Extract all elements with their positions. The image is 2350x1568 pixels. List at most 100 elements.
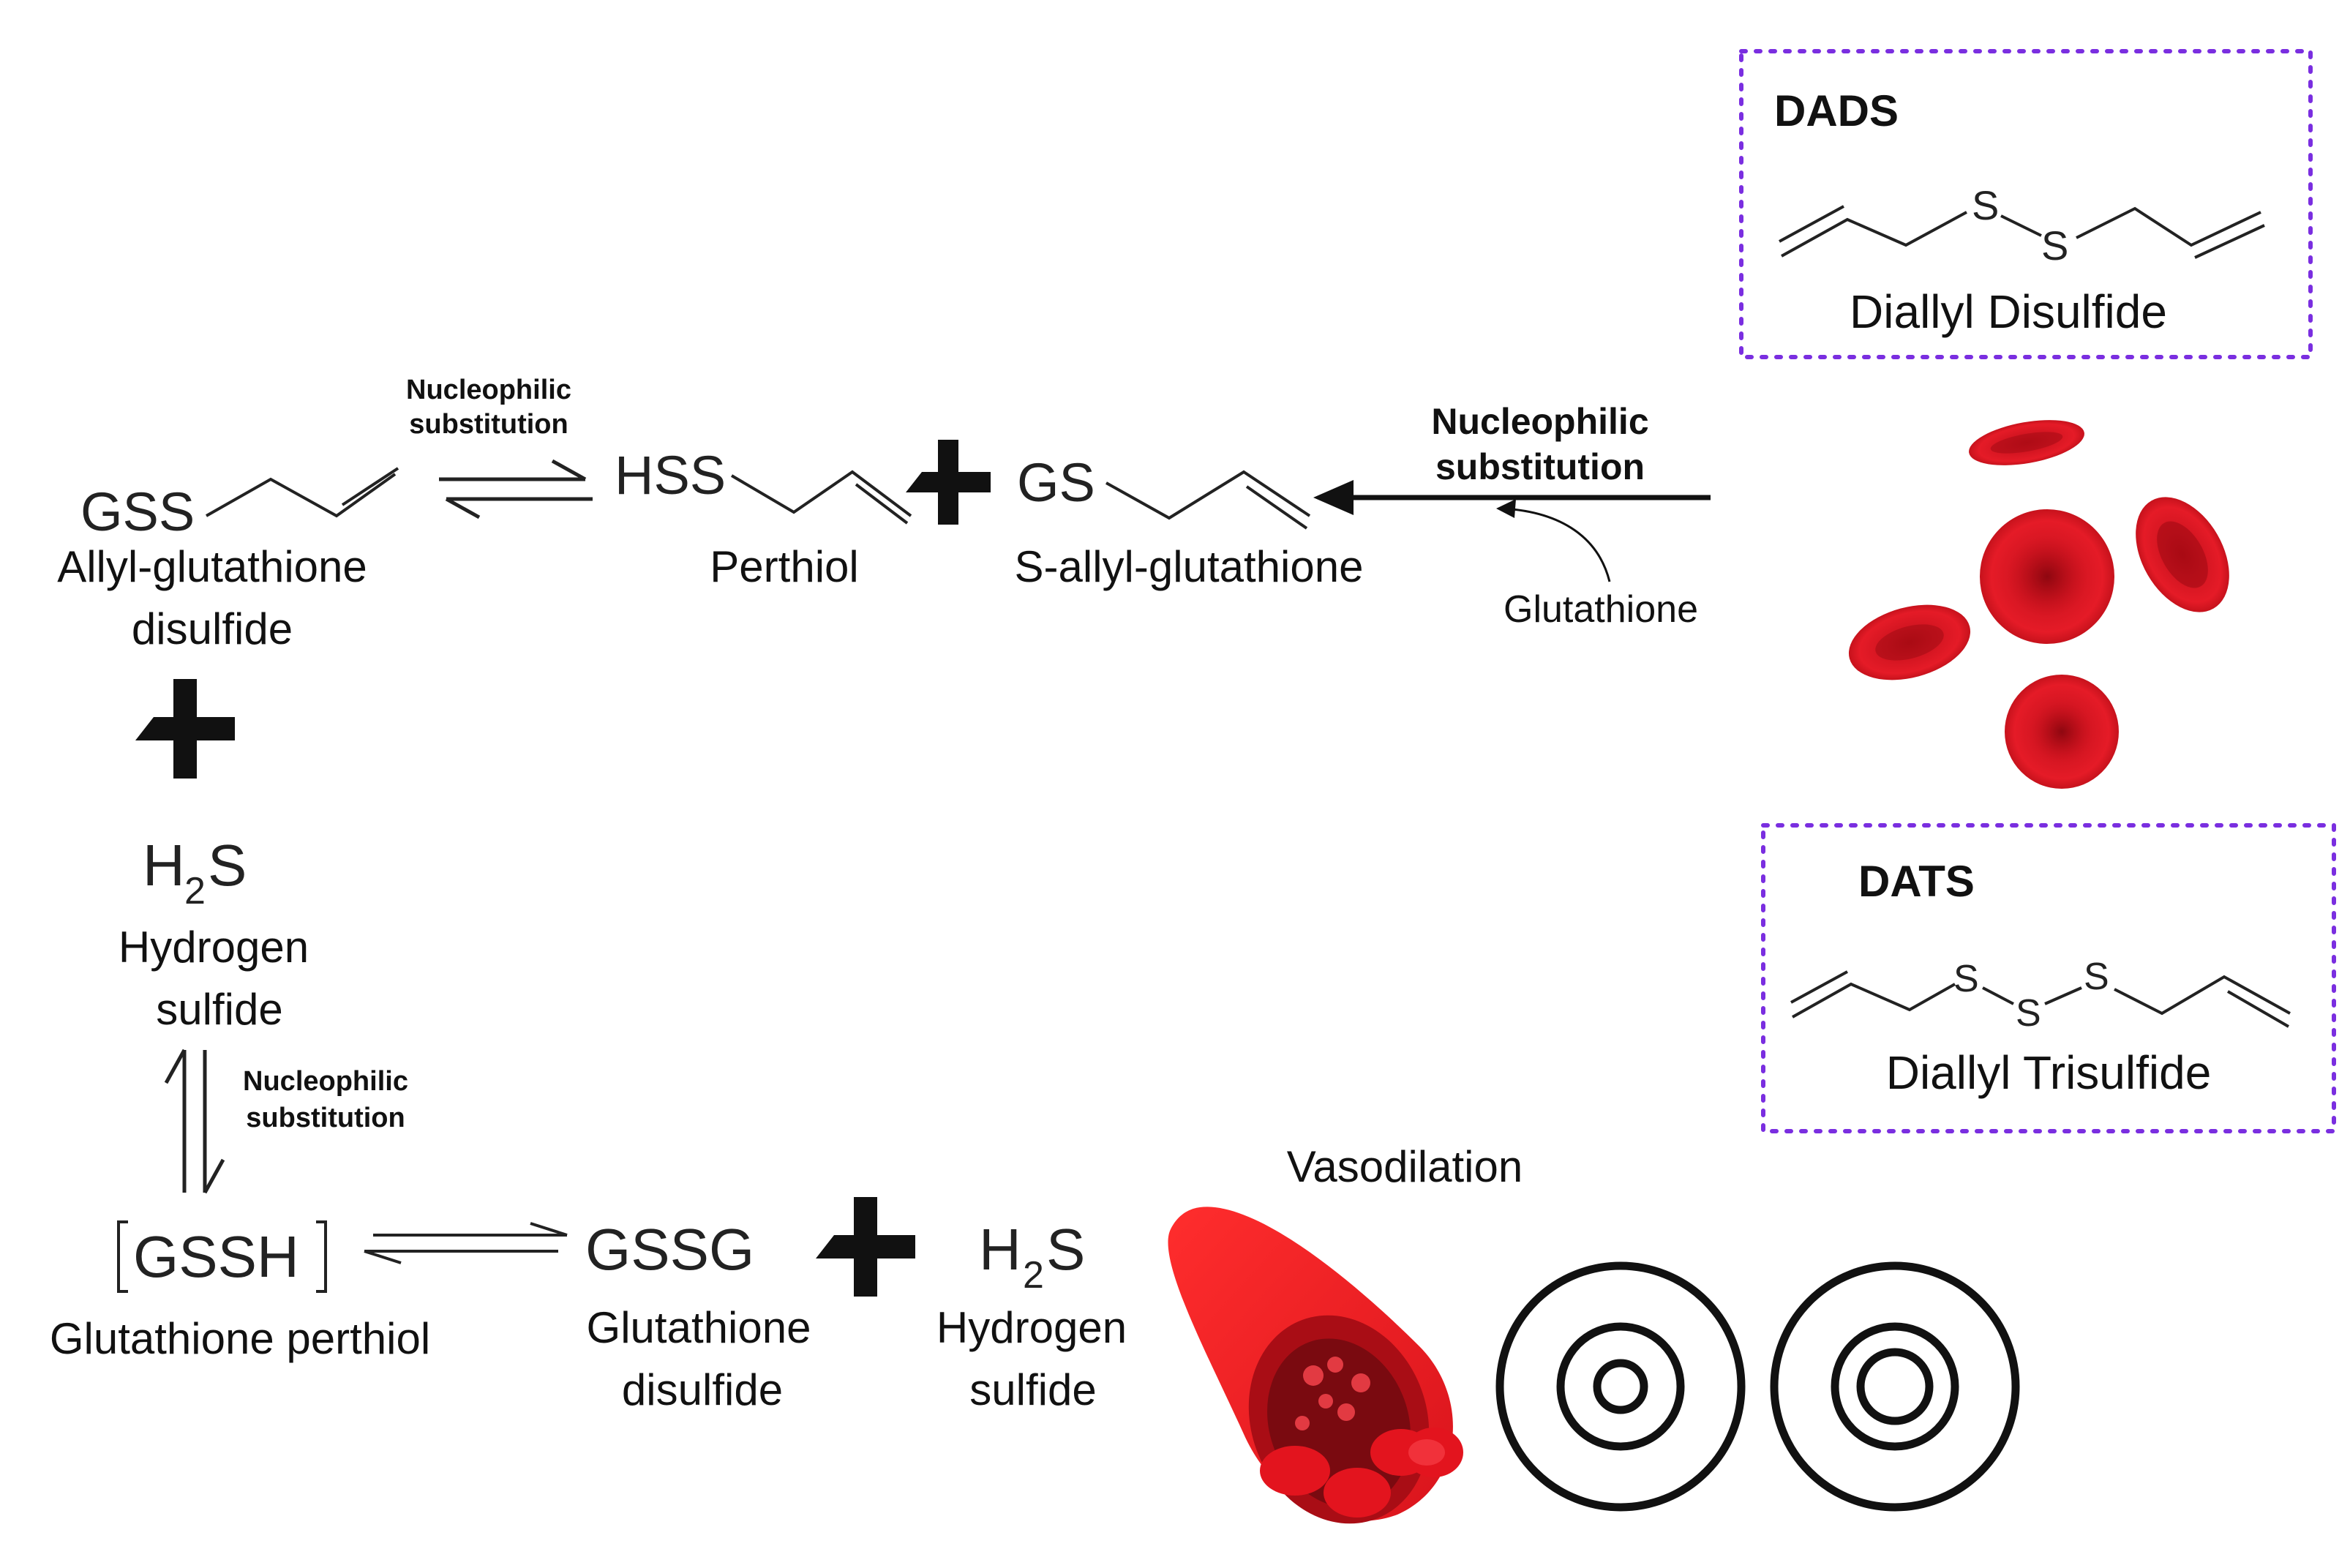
vessel-cross-section-icon-2 xyxy=(1770,1261,2020,1512)
s-allyl-name: S-allyl-glutathione xyxy=(1015,542,1364,591)
vasodilation-label: Vasodilation xyxy=(1287,1142,1523,1191)
lumen-cell xyxy=(1318,1394,1333,1408)
rbc-bottom xyxy=(2005,675,2119,789)
gssh-name: Glutathione perthiol xyxy=(50,1314,430,1363)
red-blood-cells-cluster xyxy=(1848,420,2229,789)
dats-s1: S xyxy=(1953,958,1979,1000)
forward-arrow-head xyxy=(551,459,587,481)
dats-s-s-bond-1 xyxy=(1982,986,2014,1005)
main-arrow-label-2: substitution xyxy=(1435,446,1645,487)
vessel-rbc-shine xyxy=(1408,1439,1445,1466)
outer-ring xyxy=(1495,1261,1746,1512)
top-equilibrium-arrow: Nucleophilic substitution xyxy=(406,375,593,519)
lumen-cell xyxy=(1303,1365,1324,1386)
top-left-arrow-label-2: substitution xyxy=(409,409,568,440)
dads-name: Diallyl Disulfide xyxy=(1850,285,2167,338)
inner-ring xyxy=(1856,1348,1934,1425)
rbc-top xyxy=(1969,420,2084,465)
lumen-cell xyxy=(1327,1357,1343,1373)
s-allyl-formula: GS xyxy=(1017,452,1095,513)
gssh-right-bracket xyxy=(316,1220,327,1293)
allyl-glutathione-name-1: Allyl-glutathione xyxy=(57,542,367,591)
dats-s-s-bond-2 xyxy=(2044,986,2082,1005)
vessel-rbc xyxy=(1260,1446,1330,1496)
s-allyl-double-bond xyxy=(1245,485,1308,530)
s-allyl-chain-bond xyxy=(1105,470,1311,520)
allyl-glutathione-formula: GSS xyxy=(80,481,195,542)
hydrogen-sulfide-left: H 2 S Hydrogen sulfide xyxy=(119,833,309,1034)
dads-s2: S xyxy=(2041,222,2068,269)
lumen-cell xyxy=(1295,1416,1310,1430)
vertical-arrow-label-1: Nucleophilic xyxy=(243,1066,408,1097)
h2s-left-sub: 2 xyxy=(184,870,206,912)
gssg-name-2: disulfide xyxy=(622,1365,783,1414)
glutathione-disulfide: GSSG Glutathione disulfide xyxy=(585,1217,811,1414)
glutathione-arrow-head xyxy=(1496,499,1516,518)
gssg-name-1: Glutathione xyxy=(587,1303,811,1352)
gssh-reverse-head xyxy=(364,1250,402,1264)
h2s-left-h: H xyxy=(143,833,185,898)
perthiol-name: Perthiol xyxy=(710,542,858,591)
vessel-rbc xyxy=(1324,1468,1391,1518)
top-left-arrow-label-1: Nucleophilic xyxy=(406,375,571,405)
allyl-glutathione-name-2: disulfide xyxy=(132,604,293,653)
perthiol-double-bond xyxy=(855,483,909,525)
dads-left-double-bond xyxy=(1779,205,1844,243)
main-reaction-arrow: Nucleophilic substitution Glutathione xyxy=(1313,401,1711,631)
dats-s3: S xyxy=(2084,956,2109,998)
dads-left-chain xyxy=(1781,211,1967,258)
rbc-right xyxy=(2136,497,2229,612)
dads-s-s-bond xyxy=(2000,214,2042,237)
allyl-chain-bond xyxy=(206,473,397,518)
outer-ring xyxy=(1770,1261,2020,1512)
middle-ring xyxy=(1556,1322,1685,1451)
h2s-bottom-name-2: sulfide xyxy=(969,1365,1096,1414)
glutathione-perthiol: GSSH Glutathione perthiol xyxy=(50,1220,430,1363)
dads-s1: S xyxy=(1972,182,1999,228)
up-arrow-head xyxy=(164,1049,187,1084)
glutathione-curved-arrow xyxy=(1503,507,1611,582)
h2s-bottom-name-1: Hydrogen xyxy=(936,1303,1127,1352)
dats-box-border xyxy=(1761,823,2336,1133)
h2s-left-name-1: Hydrogen xyxy=(119,923,309,972)
h2s-bottom-h: H xyxy=(979,1217,1021,1282)
lumen-cell xyxy=(1351,1373,1370,1392)
dats-right-double-bond xyxy=(2226,990,2290,1028)
dats-left-double-bond xyxy=(1790,970,1848,1004)
h2s-bottom-s: S xyxy=(1046,1217,1085,1282)
h2s-left-s: S xyxy=(208,833,247,898)
dats-title: DATS xyxy=(1858,857,1975,906)
allyl-glutathione-disulfide: GSS Allyl-glutathione disulfide xyxy=(57,467,399,653)
vertical-equilibrium-arrow: Nucleophilic substitution xyxy=(164,1049,408,1194)
dats-left-chain xyxy=(1792,982,1956,1019)
rbc-center xyxy=(1980,509,2114,644)
gssh-forward-head xyxy=(530,1222,568,1237)
reverse-arrow-head xyxy=(445,497,481,519)
plus-sign-top xyxy=(906,440,991,525)
h2s-left-name-2: sulfide xyxy=(156,985,282,1034)
down-arrow-head xyxy=(203,1158,225,1194)
perthiol-formula: HSS xyxy=(615,445,726,506)
dats-s2: S xyxy=(2016,992,2041,1035)
perthiol: HSS Perthiol xyxy=(615,445,912,591)
h2s-bottom-sub: 2 xyxy=(1023,1254,1044,1297)
inner-ring xyxy=(1593,1359,1648,1414)
bottom-equilibrium-arrow xyxy=(364,1222,568,1264)
s-allyl-glutathione: GS S-allyl-glutathione xyxy=(1015,452,1364,591)
middle-ring xyxy=(1831,1322,1959,1451)
blood-vessel-illustration xyxy=(1168,1207,1463,1524)
dads-right-chain xyxy=(2076,206,2261,247)
rbc-left xyxy=(1848,604,1971,680)
hydrogen-sulfide-bottom: H 2 S Hydrogen sulfide xyxy=(936,1217,1127,1414)
dads-box: DADS S S Diallyl Disulfide xyxy=(1739,49,2313,359)
main-arrow-head xyxy=(1313,480,1354,515)
vessel-cross-section-icon-1 xyxy=(1495,1261,1746,1512)
allyl-double-bond xyxy=(341,467,399,506)
plus-sign-left xyxy=(135,679,235,779)
glutathione-label: Glutathione xyxy=(1504,588,1698,631)
lumen-cell xyxy=(1337,1403,1355,1421)
dads-box-border xyxy=(1739,49,2313,359)
plus-sign-bottom xyxy=(816,1197,915,1297)
vertical-arrow-label-2: substitution xyxy=(246,1103,405,1133)
